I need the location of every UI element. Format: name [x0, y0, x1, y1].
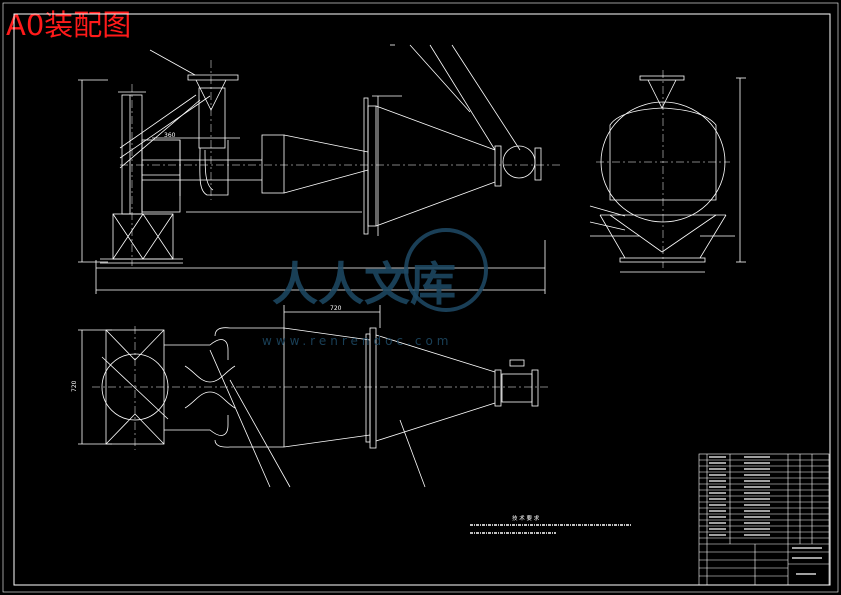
- side-view-centerlines: [596, 70, 730, 268]
- title-block: [698, 453, 830, 586]
- notes-lines: [470, 524, 632, 534]
- plan-view-centerlines: [92, 326, 550, 450]
- plan-view: [78, 305, 539, 488]
- dim-720-top: 720: [330, 305, 342, 312]
- watermark-brand: 人人文库: [272, 257, 456, 311]
- dim-360: 360: [164, 132, 176, 139]
- dim-720-left: 720: [71, 380, 78, 392]
- side-view: [589, 75, 746, 273]
- notes-title: 技 术 要 求: [512, 514, 540, 522]
- watermark-url: www.renrendoc.com: [262, 334, 452, 348]
- watermark: 人人文库 www.renrendoc.com: [262, 228, 488, 348]
- watermark-logo-ring: [404, 228, 488, 312]
- front-view-centerlines: [120, 60, 560, 266]
- title-block-entries: [709, 456, 822, 575]
